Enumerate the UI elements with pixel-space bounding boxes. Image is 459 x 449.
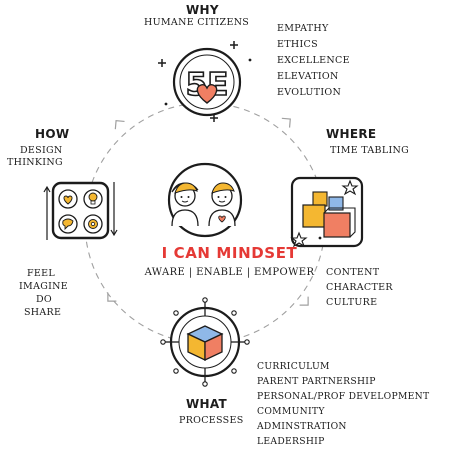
what-value: PERSONAL/PROF DEVELOPMENT	[257, 391, 430, 402]
how-heading: HOW	[35, 127, 70, 141]
center-subtitle: AWARE | ENABLE | EMPOWER	[144, 267, 315, 278]
what-value: COMMUNITY	[257, 406, 325, 417]
5e-heart-icon: 5E	[158, 41, 252, 122]
how-value: FEEL	[27, 268, 55, 279]
what-heading: WHAT	[186, 397, 228, 411]
why-values: EMPATHY ETHICS EXCELLENCE ELEVATION EVOL…	[277, 21, 350, 101]
what-value: LEADERSHIP	[257, 436, 325, 447]
cycle-arrow-top-left	[114, 120, 125, 130]
svg-text:5E: 5E	[186, 67, 229, 103]
where-values: CONTENT CHARACTER CULTURE	[326, 265, 393, 310]
what-value: ADMINSTRATION	[257, 421, 347, 432]
why-value: EVOLUTION	[277, 87, 342, 98]
how-subheading-line: THINKING	[7, 157, 63, 168]
how-value: IMAGINE	[19, 281, 69, 292]
center-title: I CAN MINDSET	[161, 244, 298, 262]
where-heading: WHERE	[326, 127, 377, 141]
what-value: PARENT PARTNERSHIP	[257, 376, 376, 387]
where-value: CHARACTER	[326, 282, 393, 293]
cycle-arrow-bottom-right	[299, 296, 309, 306]
why-value: ELEVATION	[277, 71, 339, 82]
cycle-arrow-top-right	[281, 117, 291, 128]
children-icon	[167, 162, 243, 238]
why-value: ETHICS	[277, 39, 318, 50]
cycle-arrow-bottom-left	[107, 292, 117, 302]
how-subheading-line: DESIGN	[20, 145, 63, 156]
what-subheading: PROCESSES	[179, 415, 244, 426]
why-subheading: HUMANE CITIZENS	[144, 17, 250, 28]
where-subheading: TIME TABLING	[330, 145, 409, 156]
design-thinking-icon	[43, 181, 118, 240]
how-value: SHARE	[24, 307, 62, 318]
what-values: CURRICULUM PARENT PARTNERSHIP PERSONAL/P…	[257, 359, 429, 449]
where-value: CONTENT	[326, 267, 380, 278]
how-subheading: DESIGN THINKING	[7, 145, 63, 169]
blocks-icon	[290, 176, 364, 248]
where-value: CULTURE	[326, 297, 378, 308]
why-value: EMPATHY	[277, 23, 329, 34]
why-value: EXCELLENCE	[277, 55, 350, 66]
how-value: DO	[36, 294, 53, 305]
what-value: CURRICULUM	[257, 361, 330, 372]
cube-icon	[160, 297, 250, 387]
how-values: FEEL IMAGINE DO SHARE	[19, 267, 83, 319]
why-heading: WHY	[186, 3, 219, 17]
